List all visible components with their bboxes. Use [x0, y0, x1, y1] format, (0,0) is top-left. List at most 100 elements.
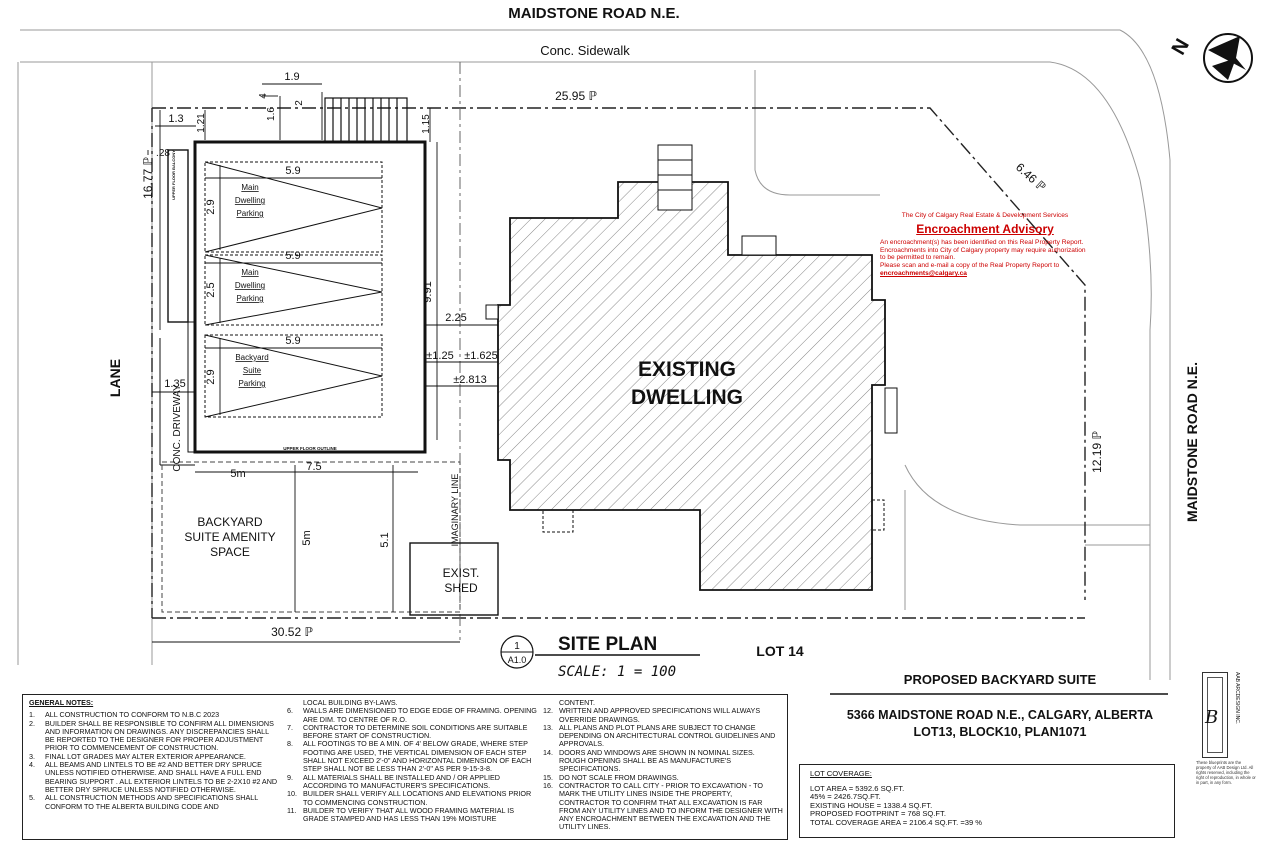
amenity-label-2: SUITE AMENITY: [184, 530, 275, 544]
note-number: 10.: [287, 789, 297, 799]
firm-logo: B: [1202, 672, 1228, 758]
upper-floor-outline: [187, 321, 196, 453]
note-text: ALL CONSTRUCTION TO CONFORM TO N.B.C 202…: [45, 710, 220, 720]
dim-1-15: 1.15: [421, 114, 432, 134]
notes-heading: GENERAL NOTES:: [29, 698, 94, 707]
parking-3-line1: Backyard: [235, 353, 268, 362]
note-item: 6. WALLS ARE DIMENSIONED TO EDGE EDGE OF …: [287, 707, 537, 724]
lot14-label: LOT 14: [756, 643, 804, 659]
dim-12-19: 12.19 ℙ: [1090, 431, 1104, 473]
note-item: 15.DO NOT SCALE FROM DRAWINGS.: [543, 772, 783, 782]
parking-3-line3: Parking: [238, 379, 265, 388]
sidewalk-label: Conc. Sidewalk: [540, 43, 630, 58]
note-number: 3.: [29, 751, 35, 761]
driveway-label: CONC. DRIVEWAY: [172, 384, 183, 472]
notes-column-2: LOCAL BUILDING BY-LAWS. 6. WALLS ARE DIMEN…: [287, 698, 537, 824]
note-text: DO NOT SCALE FROM DRAWINGS.: [559, 772, 679, 782]
note-number: 13.: [543, 722, 553, 732]
parking-1-line1: Main: [241, 183, 258, 192]
note-number: 9.: [287, 772, 293, 782]
dim-1-21: 1.21: [196, 113, 207, 133]
parking-3-line2: Suite: [243, 366, 262, 375]
title-sheet: A1.0: [508, 655, 527, 665]
coverage-line: EXISTING HOUSE = 1338.4 SQ.FT.: [810, 800, 933, 810]
amenity-label-1: BACKYARD: [197, 515, 262, 529]
project-name: PROPOSED BACKYARD SUITE: [903, 672, 1097, 687]
dim-1-9: 1.9: [284, 71, 299, 83]
dim-1-35: 1.35: [164, 378, 185, 390]
dim-1-6: 1.6: [266, 107, 277, 121]
shed-label-1: EXIST.: [443, 566, 480, 580]
dim-25-95: 25.95 ℙ: [555, 89, 597, 103]
dim-1-625: ±1.625: [464, 350, 498, 362]
dim-1-25: ±1.25: [426, 350, 453, 362]
note-item: 1. ALL CONSTRUCTION TO CONFORM TO N.B.C 2…: [29, 710, 279, 720]
firm-name: AAB ARCDESIGN INC.: [1234, 672, 1240, 725]
note-item: 11. BUILDER TO VERIFY THAT ALL WOOD FRAMI…: [287, 805, 537, 824]
note-text: CONTENT.: [559, 698, 595, 707]
road-right-label: MAIDSTONE ROAD N.E.: [1184, 362, 1200, 522]
note-number: 11.: [287, 805, 297, 815]
amenity-space: [161, 461, 461, 613]
stairs: [324, 97, 408, 143]
dim-5m-vertical: 5m: [301, 530, 313, 545]
note-number: 6.: [287, 706, 293, 716]
existing-shed: [409, 542, 499, 616]
note-number: 8.: [287, 739, 293, 749]
advisory-email-link[interactable]: encroachments@calgary.ca: [880, 269, 967, 277]
note-text: ALL CONSTRUCTION METHODS AND SPECIFICATI…: [45, 793, 258, 811]
existing-dwelling-label-1: EXISTING: [638, 358, 736, 381]
lot-coverage-box: LOT COVERAGE: LOT AREA = 5392.6 SQ.FT. 4…: [799, 764, 1175, 838]
dim-2-813: ±2.813: [453, 374, 487, 386]
shed-label-2: SHED: [444, 581, 478, 595]
upper-floor-balcony: [167, 149, 189, 323]
parking-2-line2: Dwelling: [235, 281, 265, 290]
advisory-body: An encroachment(s) has been identified o…: [880, 238, 1086, 262]
parking-2-width: 5.9: [285, 250, 300, 262]
note-text: WALLS ARE DIMENSIONED TO EDGE EDGE OF FR…: [303, 706, 537, 724]
scale-label: SCALE: 1 = 100: [558, 664, 676, 680]
parking-1-width: 5.9: [285, 165, 300, 177]
note-text: ALL FOOTINGS TO BE A MIN. OF 4' BELOW GR…: [303, 739, 532, 774]
notes-column-1: GENERAL NOTES: 1. ALL CONSTRUCTION TO CON…: [29, 698, 279, 811]
dim-1-3: 1.3: [168, 113, 183, 125]
property-line: [151, 107, 1086, 619]
parking-2-line3: Parking: [236, 294, 263, 303]
note-text: ALL MATERIALS SHALL BE INSTALLED AND / O…: [303, 772, 500, 790]
north-arrow-icon: [1203, 33, 1253, 83]
note-text: CONTRACTOR TO DETERMINE SOIL CONDITIONS …: [303, 722, 528, 741]
upper-floor-outline-label: UPPER FLOOR OUTLINE: [283, 446, 337, 451]
note-item: 5.ALL CONSTRUCTION METHODS AND SPECIFICA…: [29, 794, 279, 811]
note-number: 2.: [29, 718, 35, 728]
note-text: CONTRACTOR TO CALL CITY - PRIOR TO EXCAV…: [559, 780, 783, 832]
parking-stalls: [204, 161, 383, 418]
note-text: BUILDER SHALL VERIFY ALL LOCATIONS AND E…: [303, 789, 532, 807]
dim-9-91: 9.91: [422, 281, 434, 302]
dim-2-25: 2.25: [445, 312, 466, 324]
note-text: ALL BEAMS AND LINTELS TO BE #2 AND BETTE…: [45, 760, 278, 794]
note-number: 14.: [543, 747, 553, 757]
note-item: LOCAL BUILDING BY-LAWS.: [287, 698, 537, 707]
title-number: 1: [514, 641, 520, 652]
dim-7-5: 7.5: [306, 461, 321, 473]
note-number: 12.: [543, 706, 553, 716]
note-item: 4. ALL BEAMS AND LINTELS TO BE #2 AND BET…: [29, 760, 279, 794]
parking-2-depth: 2.5: [205, 282, 217, 297]
lane-label: LANE: [107, 359, 123, 397]
project-address: 5366 MAIDSTONE ROAD N.E., CALGARY, ALBER…: [846, 708, 1154, 722]
note-item: 2.BUILDER SHALL BE RESPONSIBLE TO CONFIR…: [29, 718, 279, 753]
note-text: BUILDER TO VERIFY THAT ALL WOOD FRAMING …: [303, 805, 515, 824]
note-number: 1.: [29, 710, 35, 720]
dim-5-1: 5.1: [379, 532, 391, 547]
note-number: 16.: [543, 780, 553, 790]
note-item: CONTENT.: [543, 698, 783, 707]
road-top-label: MAIDSTONE ROAD N.E.: [508, 5, 679, 22]
note-number: 4.: [29, 760, 35, 770]
dim-30-52: 30.52 ℙ: [271, 625, 313, 639]
encroachment-advisory: The City of Calgary Real Estate & Develo…: [880, 212, 1090, 278]
note-text: LOCAL BUILDING BY-LAWS.: [303, 698, 398, 707]
parking-1-depth: 2.9: [205, 199, 217, 214]
advisory-org: The City of Calgary Real Estate & Develo…: [901, 212, 1069, 219]
note-text: DOORS AND WINDOWS ARE SHOWN IN NOMINAL S…: [559, 747, 755, 774]
coverage-line: TOTAL COVERAGE AREA = 2106.4 SQ.FT. =39 …: [810, 817, 983, 827]
